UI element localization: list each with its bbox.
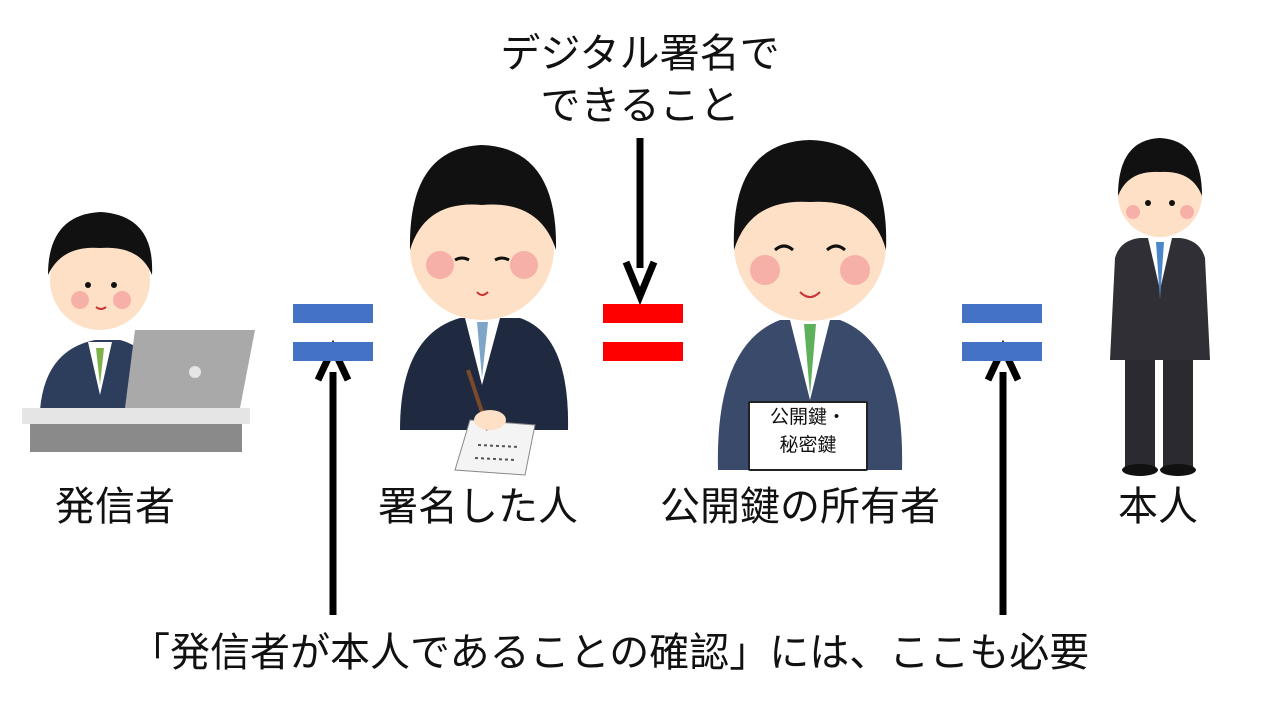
title-line-2: できること	[540, 83, 740, 129]
equal-bar-top	[293, 304, 373, 323]
diagram-title: デジタル署名で できること	[440, 28, 840, 132]
equal-bar-top	[962, 304, 1042, 323]
equal-sign-red	[603, 304, 683, 362]
equal-sign-blue-left	[293, 304, 373, 362]
key-card-line-2: 秘密鍵	[779, 434, 837, 456]
label-person: 本人	[1118, 484, 1198, 530]
key-card: 公開鍵・ 秘密鍵	[748, 401, 868, 471]
equal-bar-top	[603, 304, 683, 323]
equal-sign-blue-right	[962, 304, 1042, 362]
signer-illustration	[400, 145, 569, 476]
bottom-caption: 「発信者が本人であることの確認」には、ここも必要	[130, 630, 1090, 676]
arrow-up-to-left-blue-equal	[314, 339, 352, 615]
label-signer: 署名した人	[378, 484, 578, 530]
person-illustration	[1110, 138, 1210, 476]
equal-bar-bottom	[293, 342, 373, 361]
arrow-up-to-right-blue-equal	[984, 339, 1022, 615]
key-card-line-1: 公開鍵・	[769, 406, 846, 428]
title-line-1: デジタル署名で	[500, 31, 780, 77]
equal-bar-bottom	[962, 342, 1042, 361]
label-key-owner: 公開鍵の所有者	[660, 484, 940, 530]
equal-bar-bottom	[603, 342, 683, 361]
label-sender: 発信者	[55, 484, 175, 530]
arrow-down-to-red-equal	[622, 138, 658, 306]
sender-illustration	[22, 212, 255, 452]
